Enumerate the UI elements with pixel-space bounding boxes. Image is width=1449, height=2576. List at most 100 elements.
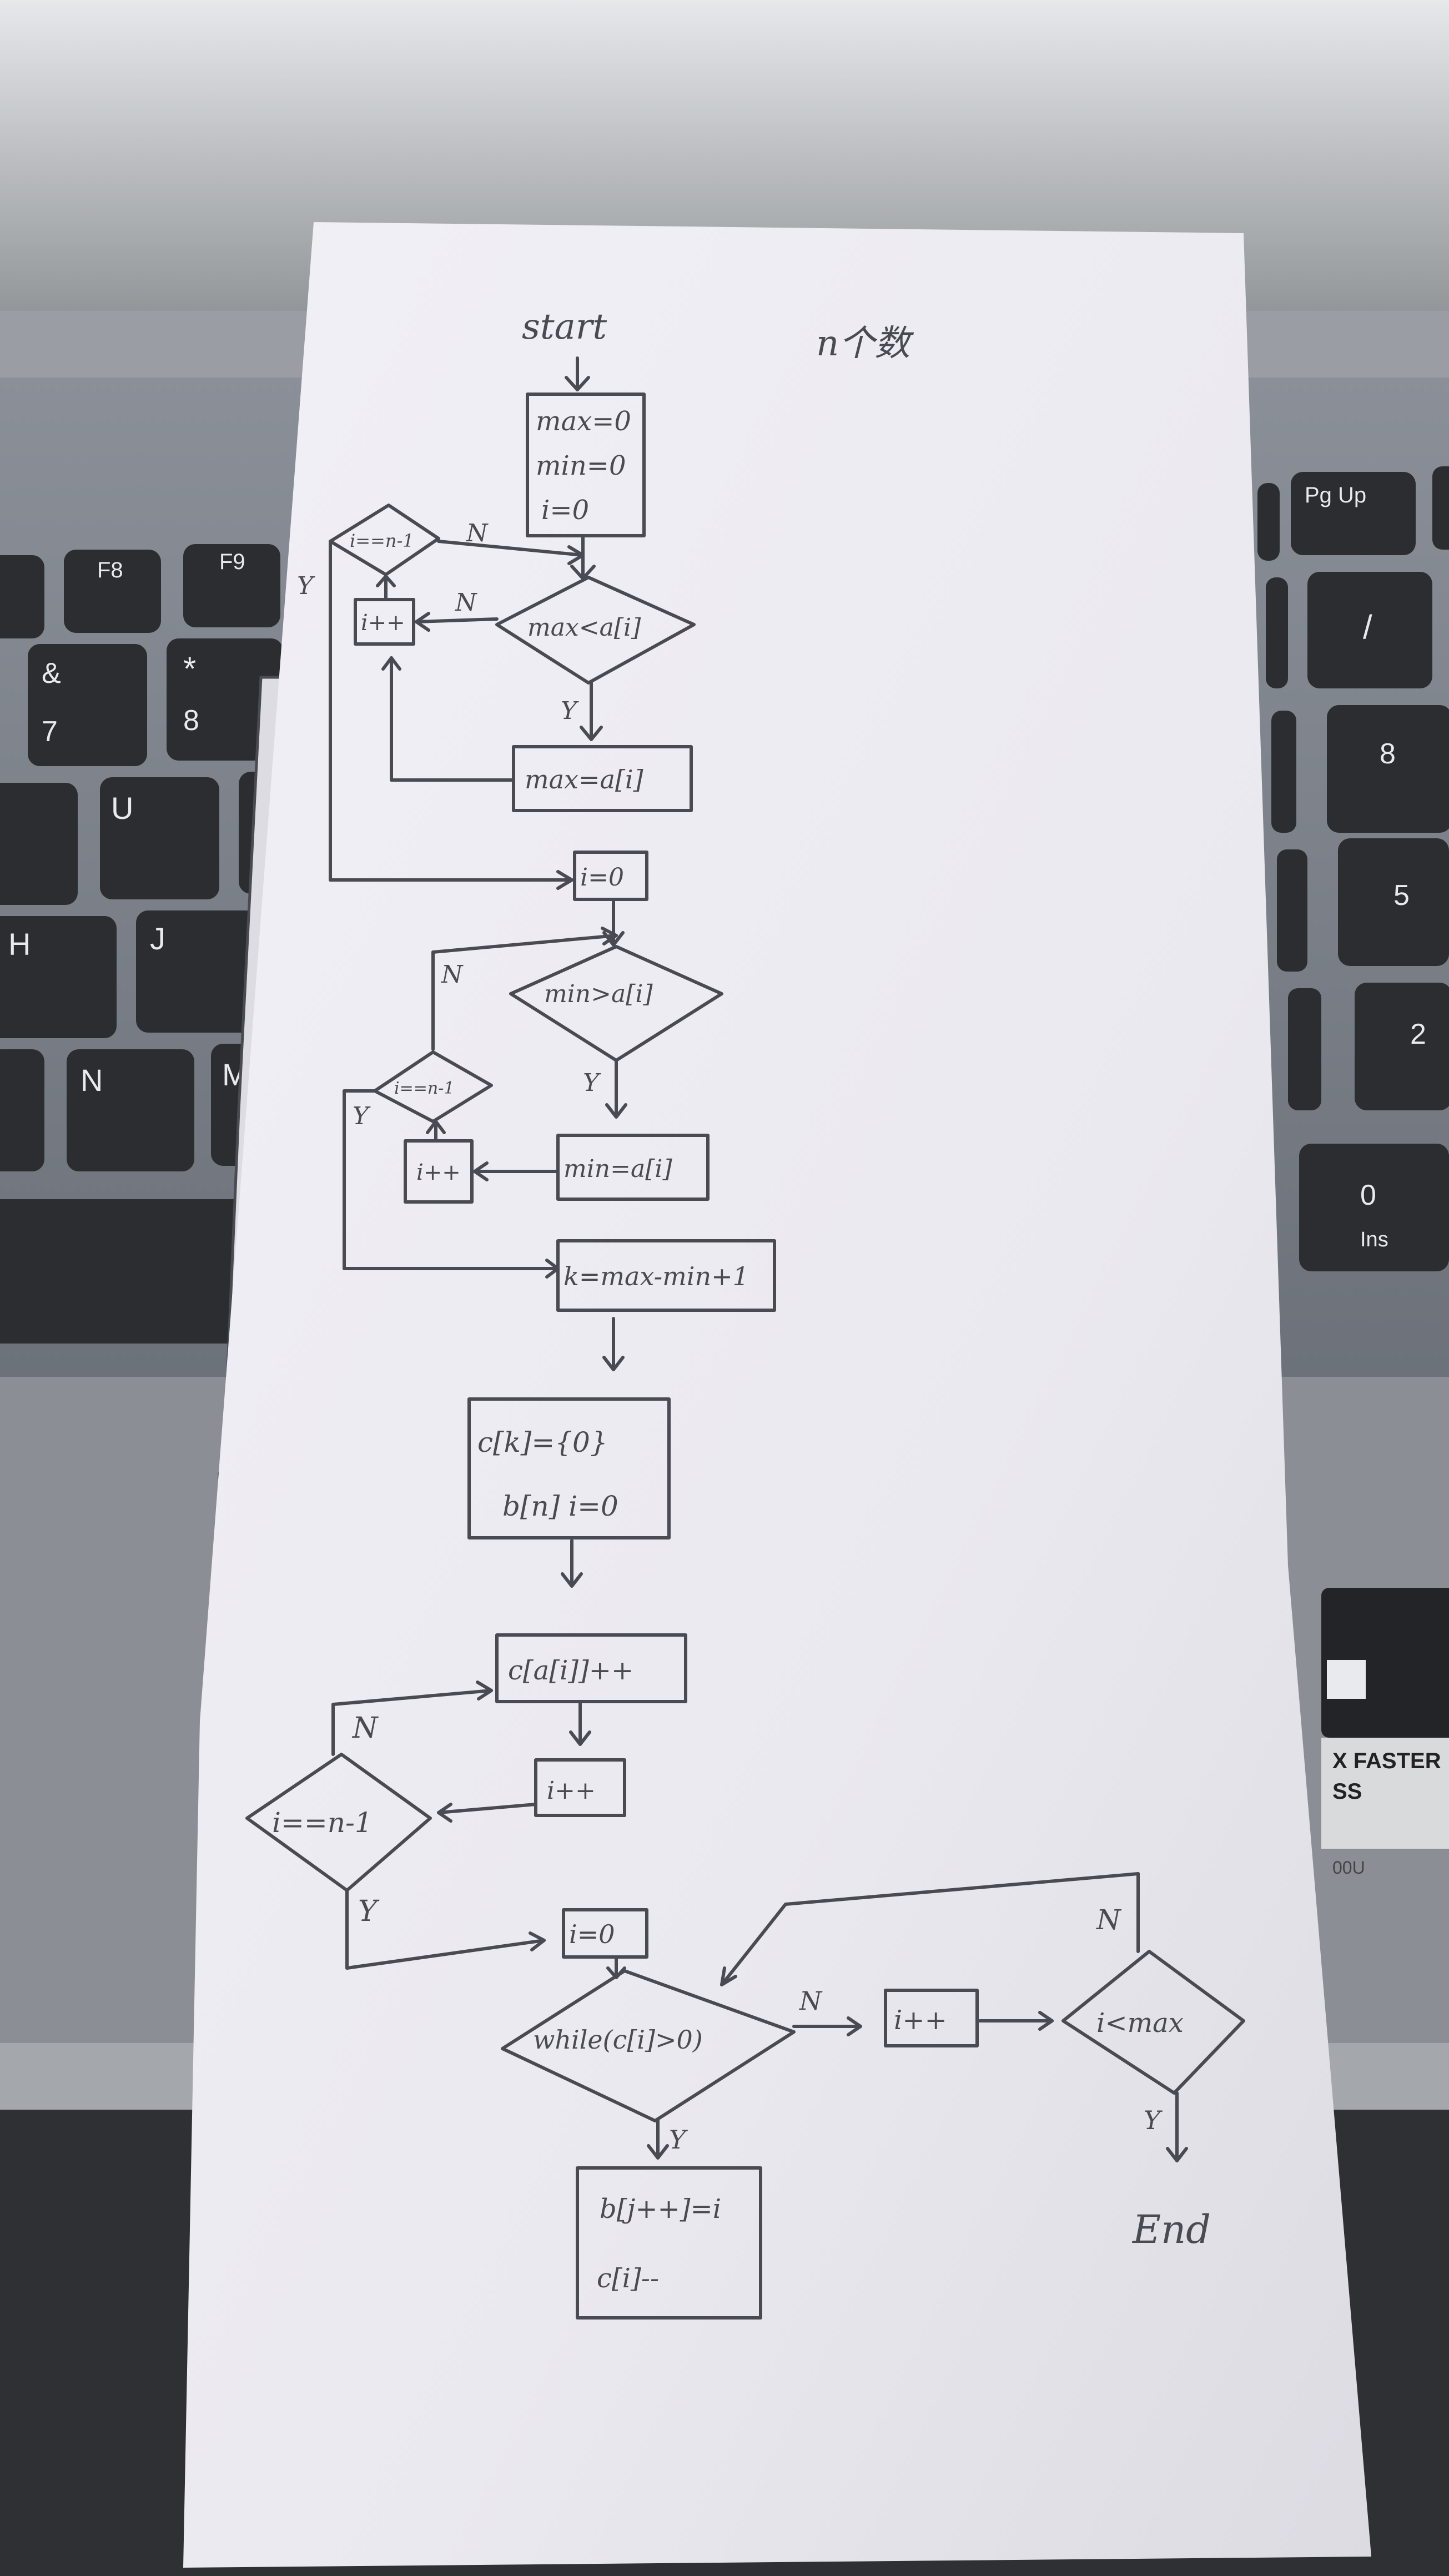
key-b [0,1049,44,1171]
arrays-box [467,1397,671,1539]
key-label-slash: / [1363,608,1372,646]
arrays-line-2: b[n] i=0 [502,1490,618,1522]
key-f7 [0,555,44,638]
cond-i-end-3-text: i==n-1 [272,1807,373,1839]
inc-1-text: i++ [361,610,405,636]
label-n-2: N [455,588,477,617]
key-label-7: 7 [42,716,58,748]
decision-i-max [1061,1950,1245,2095]
sticker-code: 00U [1332,1858,1365,1878]
key-h [0,916,117,1038]
key-y [0,783,78,905]
key-label-f8: F8 [97,558,123,582]
key-f9 [183,544,280,627]
init-line-1: max=0 [536,406,631,437]
key-7 [28,644,147,766]
key-label-num8: 8 [1380,738,1396,770]
label-y-4: Y [353,1102,371,1130]
key-label-num2: 2 [1410,1018,1426,1050]
init-box [526,393,646,537]
assign-min-box [556,1134,710,1201]
decision-min [509,945,723,1062]
init-line-2: min=0 [536,450,626,481]
decision-while [501,1969,796,2122]
key-label-h: H [8,927,31,962]
loop-body-box [576,2166,762,2320]
key-num2 [1355,983,1449,1110]
compute-k-text: k=max-min+1 [564,1261,749,1291]
count-text: c[a[i]]++ [508,1655,633,1686]
end-label: End [1131,2207,1211,2252]
sticker-chip: MO [1327,1663,1362,1687]
label-n-5: N [799,1986,823,2016]
inc-2-text: i++ [416,1160,461,1185]
sticker-line1: X FASTER [1332,1749,1441,1773]
key-partial-4 [1288,988,1321,1110]
label-y-5: Y [358,1895,380,1928]
key-u [100,777,219,899]
count-box [495,1633,687,1703]
label-y-1: Y [297,572,315,600]
key-label-star: * [183,650,196,687]
key-labels: F8 F9 & 7 * 8 U H J N M Pg Up / 8 5 2 0 … [8,483,1426,1251]
init-line-3: i=0 [541,495,589,526]
decision-i-end-3 [245,1753,432,1892]
flowchart [245,356,1245,2320]
key-n [67,1049,194,1171]
cond-max-text: max<a[i] [527,613,641,642]
cond-min-text: min>a[i] [544,980,653,1008]
inc-3-text: i++ [547,1777,596,1805]
start-label: start [522,306,607,348]
key-f8 [64,550,161,633]
key-label-num5: 5 [1393,879,1410,912]
body-line-1: b[j++]=i [600,2193,721,2225]
key-space [0,1199,250,1344]
palmrest-sticker: MO X FASTER SS 00U [1321,1588,1449,1878]
key-partial-3 [1277,849,1307,972]
label-n-1: N [466,519,489,547]
compute-k-box [556,1239,776,1312]
sticker-line2: SS [1332,1779,1362,1804]
label-y-7: Y [1144,2105,1163,2135]
cond-i-end-2-text: i==n-1 [394,1079,454,1098]
key-8 [167,638,283,761]
inc-box-2 [404,1139,474,1204]
key-label-pgup: Pg Up [1305,483,1366,507]
key-num5 [1338,838,1449,966]
decision-max [495,576,696,685]
decision-i-end-2 [373,1050,493,1123]
inc-box-3 [534,1758,626,1817]
reset-i-box-2 [562,1908,648,1959]
key-label-f9: F9 [219,550,245,574]
label-n-3: N [441,960,464,989]
reset-i-2-text: i=0 [569,1919,615,1949]
key-j [136,910,258,1033]
key-pgdn-partial [1257,483,1280,561]
flowchart-text: start n个数 max=0 min=0 i=0 i==n-1 max<a[i… [272,306,1211,2294]
key-partial-1 [1266,577,1288,688]
key-label-num0: 0 [1360,1179,1376,1211]
inc-box-4 [884,1989,979,2047]
key-partial-2 [1271,711,1296,833]
arrays-line-1: c[k]={0} [477,1426,608,1458]
cond-i-max-text: i<max [1096,2008,1184,2039]
key-label-8: 8 [183,705,199,737]
label-n-4: N [351,1712,379,1745]
inc-4-text: i++ [894,2005,947,2036]
key-slash [1307,572,1432,688]
key-num8 [1327,705,1449,833]
decision-i-end-1 [329,504,440,576]
label-n-6: N [1096,1904,1122,1936]
key-pgup [1291,472,1416,555]
reset-i-1-text: i=0 [580,863,624,892]
right-keys [1257,466,1449,1271]
assign-max-text: max=a[i] [525,764,643,794]
key-label-ins: Ins [1360,1228,1388,1251]
key-num0 [1299,1144,1449,1271]
label-y-2: Y [561,697,579,725]
note-label: n个数 [816,323,914,364]
key-label-amp: & [42,657,61,690]
paper-sheet [183,222,1371,2568]
body-line-2: c[i]-- [597,2263,659,2294]
